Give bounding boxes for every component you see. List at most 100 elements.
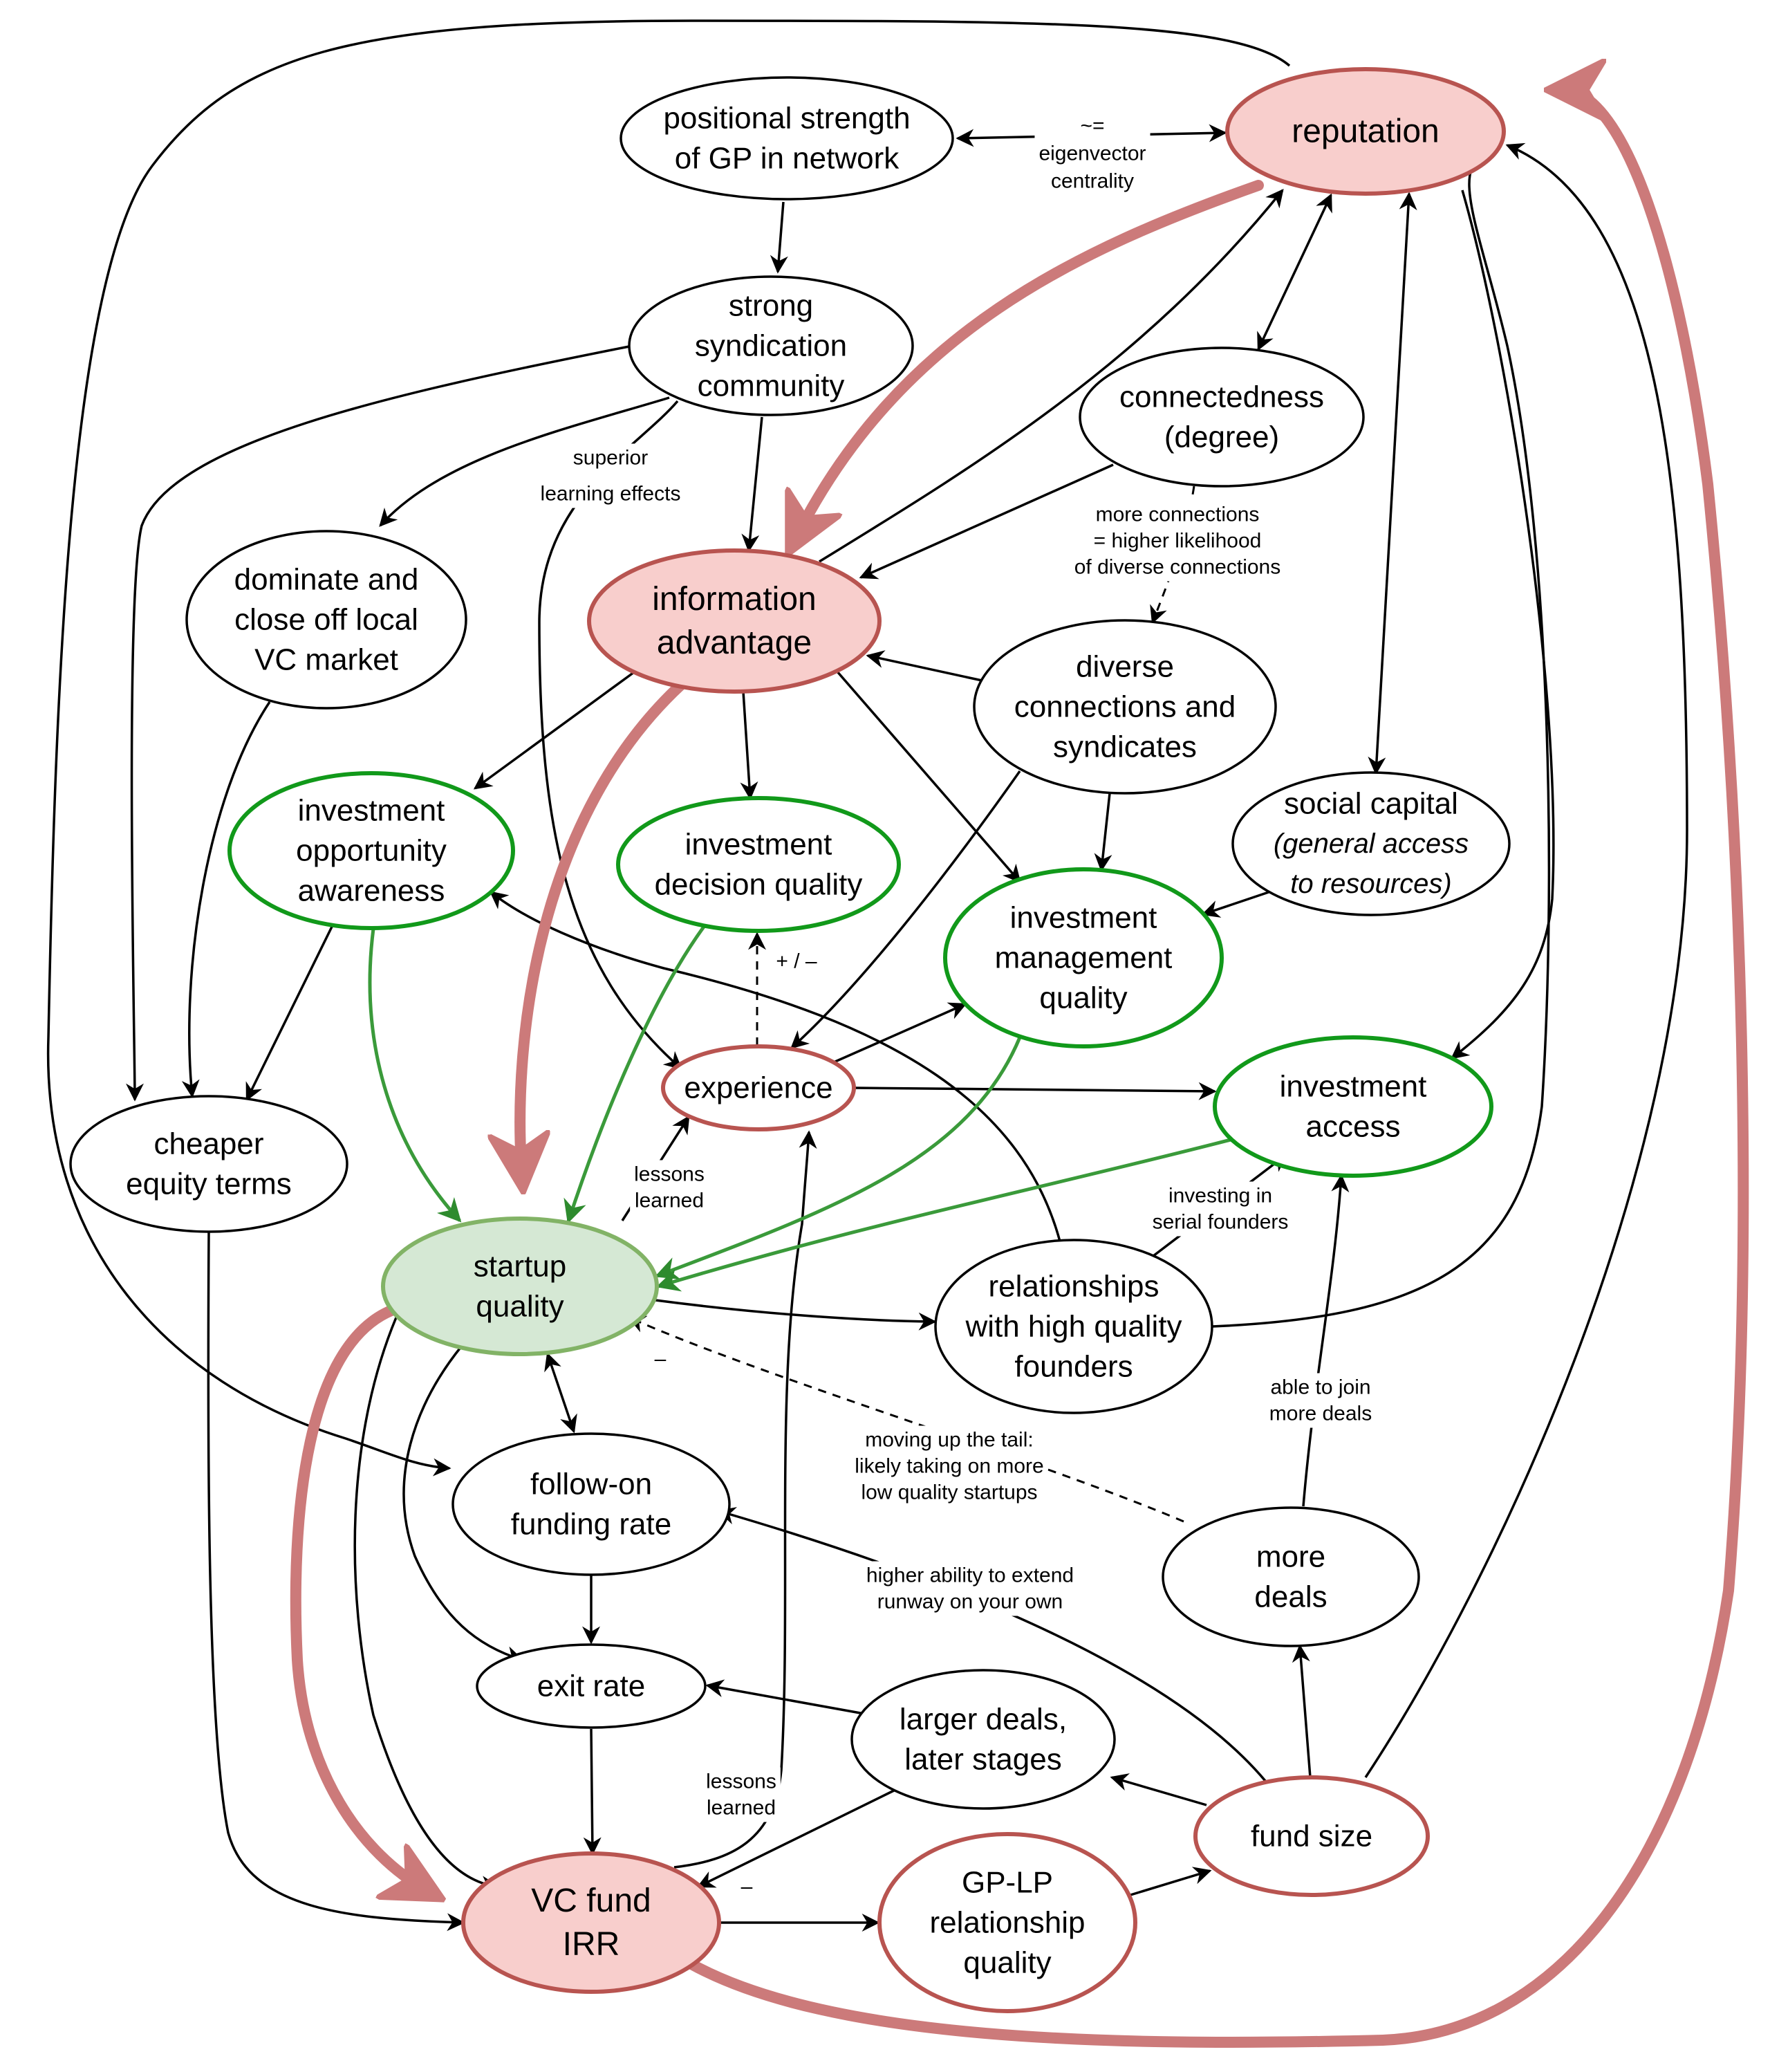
edge-socialcapital-to-management (1201, 891, 1269, 918)
node-startup-quality-label-0: startup (474, 1249, 567, 1283)
edge-moredeals-to-startup (627, 1315, 1184, 1523)
edge-startup-followon (544, 1352, 577, 1434)
node-strong-syndication-label-2: community (698, 369, 845, 403)
node-fund-size-shape (1193, 1775, 1430, 1897)
edge-reputation-connectedness (1257, 193, 1332, 351)
node-connectedness: connectedness(degree) (1079, 346, 1365, 488)
edge-label-investing-serial-1: serial founders (1153, 1211, 1289, 1234)
edge-larger-to-exitrate (705, 1679, 865, 1715)
node-more-deals-label-0: more (1256, 1539, 1325, 1573)
edge-label-superior-learning-bg (536, 443, 685, 508)
node-information-advantage-shape (587, 548, 882, 694)
edge-label-able-to-join-0: able to join (1270, 1376, 1370, 1399)
node-exit-rate: exit rate (476, 1643, 707, 1729)
node-strong-syndication-label-1: syndication (695, 329, 847, 363)
edge-fundsize-to-followon (717, 1507, 1267, 1782)
edge-management-to-startup (654, 1037, 1022, 1280)
node-startup-quality-shape (381, 1217, 659, 1356)
node-dominate-label-0: dominate and (234, 562, 419, 596)
node-investment-access-label-0: investment (1280, 1069, 1427, 1103)
node-connectedness-shape (1079, 346, 1365, 488)
edge-dominate-to-cheaper (181, 701, 271, 1098)
edge-label-lessons-learned-top-0: lessons (634, 1163, 705, 1186)
node-larger-deals-label-1: later stages (904, 1743, 1061, 1777)
edge-syndication-to-dominate (379, 396, 670, 527)
edge-decision-to-startup (563, 925, 706, 1224)
node-dominate-label-1: close off local (234, 603, 418, 637)
node-follow-on-label-0: follow-on (530, 1467, 652, 1501)
edge-label-eigenvector: ~= eigenvector centrality (1034, 111, 1150, 196)
node-reputation: reputation (1225, 67, 1506, 196)
node-experience-shape (661, 1044, 856, 1131)
edge-label-investing-serial-bg (1148, 1181, 1293, 1237)
edge-experience-to-access (853, 1082, 1217, 1100)
node-more-deals-label-1: deals (1254, 1580, 1327, 1614)
node-social-capital-label-0: social capital (1284, 786, 1458, 820)
edges-red (290, 90, 1749, 2048)
edge-diverse-to-infoadv (866, 650, 986, 683)
edge-syndication-to-infoadv (741, 416, 763, 553)
edge-label-lessons-learned-bottom-bg (702, 1767, 781, 1822)
edge-label-lessons-learned-bottom-0: lessons (706, 1770, 776, 1793)
node-vc-fund-irr-label-1: IRR (563, 1926, 620, 1963)
node-vc-fund-irr-label-0: VC fund (531, 1883, 651, 1919)
node-exit-rate-label-0: exit rate (537, 1669, 646, 1703)
node-follow-on-shape (451, 1432, 731, 1576)
node-social-capital-shape (1231, 771, 1511, 916)
edge-connectedness-to-infoadv (859, 463, 1114, 580)
node-fund-size: fund size (1193, 1775, 1430, 1897)
node-strong-syndication-label-0: strong (729, 288, 813, 322)
node-investment-management-label-2: quality (1039, 981, 1127, 1015)
node-investment-access-shape (1213, 1035, 1493, 1178)
node-experience: experience (661, 1044, 856, 1131)
edge-opportunity-to-cheaper (245, 926, 333, 1102)
node-exit-rate-shape (476, 1643, 707, 1729)
edge-access-to-startup (655, 1138, 1231, 1292)
node-larger-deals: larger deals,later stages (850, 1669, 1116, 1810)
edge-label-lessons-learned-top-bg (630, 1160, 709, 1215)
node-strong-syndication: strong syndication community (628, 275, 914, 416)
node-investment-opportunity-label-0: investment (298, 793, 445, 827)
edge-label-eigenvector-0: ~= (1080, 115, 1104, 138)
edge-label-minus-startup: – (655, 1348, 667, 1371)
edges-green (368, 925, 1231, 1292)
node-gp-lp-label-0: GP-LP (962, 1865, 1053, 1899)
edge-larger-to-irr (696, 1788, 896, 1888)
edge-label-eigenvector-bg (1034, 111, 1150, 196)
edge-infoadv-to-opportunity (473, 671, 635, 790)
edge-diverse-to-management (1094, 793, 1112, 872)
edge-gplp-to-fundsize (1130, 1867, 1212, 1896)
edge-relationships-to-reputation (1211, 146, 1551, 1328)
node-gp-lp-label-2: quality (963, 1946, 1051, 1980)
node-strong-syndication-shape (628, 275, 914, 416)
edge-exitrate-to-irr (583, 1728, 602, 1856)
edge-positional-to-syndication (770, 201, 788, 274)
node-information-advantage-label-0: information (652, 581, 816, 618)
edge-startup-to-relationships (655, 1299, 937, 1331)
node-relationships-founders-label-2: founders (1014, 1350, 1133, 1384)
edge-label-able-to-join-1: more deals (1269, 1403, 1372, 1425)
edge-label-higher-ability-bg (861, 1561, 1079, 1616)
node-social-capital-label-1: (general access (1274, 829, 1469, 859)
edge-red-reputation-to-infoadv (795, 180, 1264, 539)
node-diverse-connections-label-1: connections and (1014, 690, 1236, 724)
edge-label-eigenvector-1: eigenvector (1038, 142, 1146, 165)
node-investment-management-label-1: management (995, 941, 1173, 975)
edge-label-more-connections-0: more connections (1096, 503, 1260, 526)
node-positional-strength-label-0: positional strength (663, 101, 910, 135)
edge-label-eigenvector-2: centrality (1051, 170, 1134, 193)
node-cheaper-equity-label-0: cheaper (153, 1127, 263, 1160)
node-investment-decision-label-1: decision quality (655, 868, 863, 902)
node-reputation-shape (1225, 67, 1506, 196)
